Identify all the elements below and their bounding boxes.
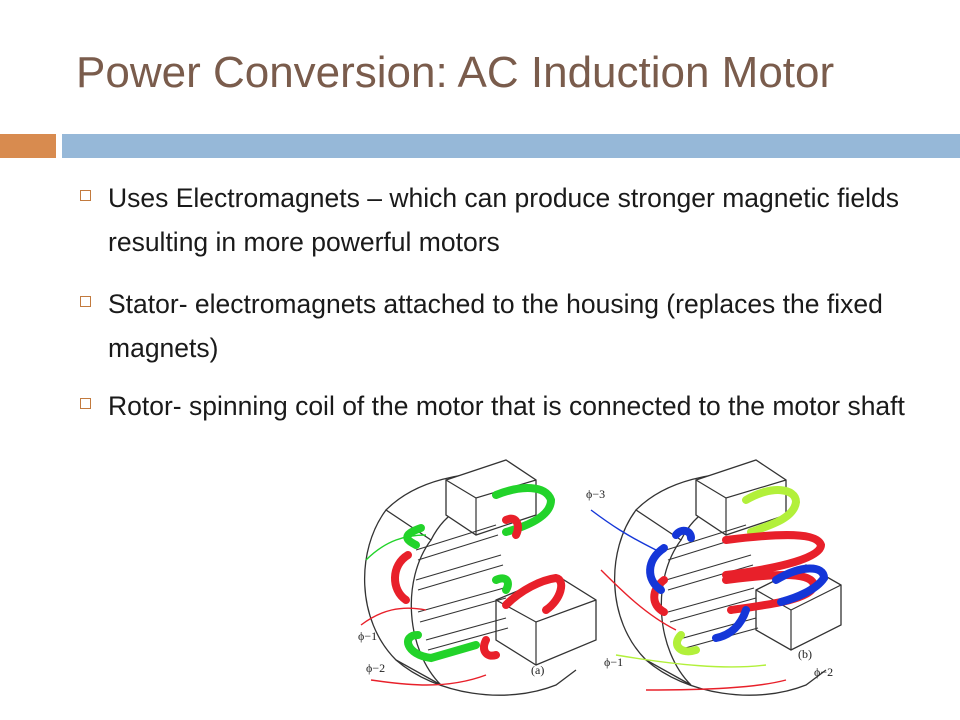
accent-bar-blue xyxy=(62,134,960,158)
bullet-text: Uses Electromagnets – which can produce … xyxy=(108,183,899,257)
square-bullet-icon xyxy=(80,190,91,201)
label-b-phi3: ϕ−3 xyxy=(586,487,605,501)
caption-b: (b) xyxy=(798,647,812,661)
label-a-phi2: ϕ−2 xyxy=(366,661,385,675)
slide-title: Power Conversion: AC Induction Motor xyxy=(76,48,835,97)
label-a-phi1: ϕ−1 xyxy=(358,629,377,643)
motor-stator-diagram: ϕ−1 ϕ−2 (a) xyxy=(358,459,842,696)
label-b-phi2: ϕ−2 xyxy=(814,665,833,679)
square-bullet-icon xyxy=(80,296,91,307)
bullet-text: Stator- electromagnets attached to the h… xyxy=(108,289,883,363)
square-bullet-icon xyxy=(80,398,91,409)
accent-bar-orange xyxy=(0,134,56,158)
bullet-text: Rotor- spinning coil of the motor that i… xyxy=(108,391,905,421)
label-b-phi1: ϕ−1 xyxy=(604,655,623,669)
diagram-b-three-phase-stator: ϕ−3 ϕ−1 ϕ−2 (b) xyxy=(586,459,842,696)
diagram-a-two-phase-stator: ϕ−1 ϕ−2 (a) xyxy=(358,459,597,696)
caption-a: (a) xyxy=(531,663,544,677)
